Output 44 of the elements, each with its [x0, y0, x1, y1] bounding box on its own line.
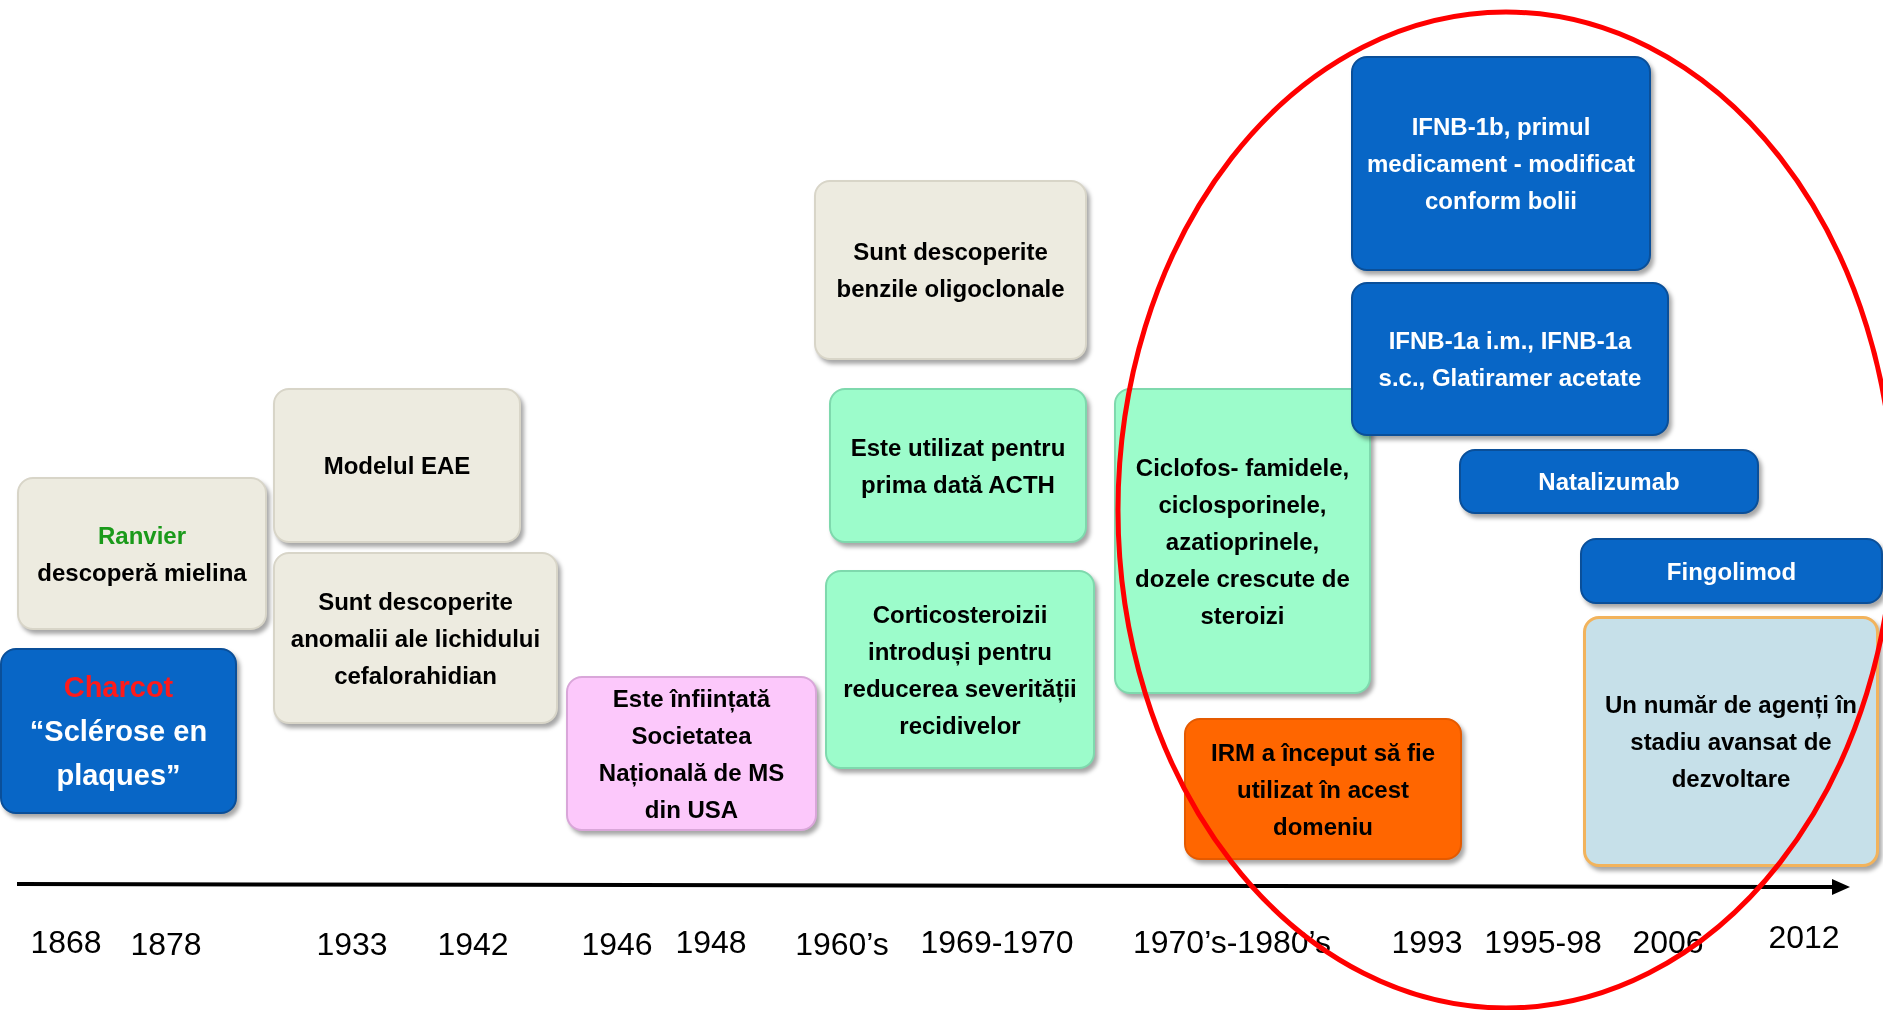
event-box [273, 388, 521, 543]
event-text: Este utilizat pentru prima dată ACTH [849, 432, 1067, 500]
event-box [1184, 718, 1462, 860]
year-label: 2006 [1632, 926, 1704, 958]
year-label: 2012 [1768, 921, 1840, 953]
year-label: 1995-98 [1484, 926, 1602, 958]
event-text: Fingolimod [1666, 556, 1797, 587]
event-text: IFNB-1b, primul medicament - modificat conform bolii [1365, 112, 1637, 216]
year-label: 1969-1970 [920, 926, 1074, 958]
event-box [1351, 282, 1669, 436]
event-text: Sunt descoperite anomalii ale lichidului cefalorahidian [289, 586, 542, 691]
event-text: “Sclérose en plaques” [28, 714, 209, 793]
event-text: Ranvier [97, 520, 186, 551]
event-text: IFNB-1a i.m., IFNB-1a s.c., Glatiramer acetate [1377, 326, 1643, 393]
event-box [273, 552, 558, 724]
event-text: Un număr de agenți în stadiu avansat de dezvoltare [1604, 690, 1858, 794]
event-box [829, 388, 1087, 543]
event-text: IRM a început să fie utilizat în acest domeniu [1209, 737, 1437, 842]
event-text: Charcot [63, 670, 174, 705]
event-box [0, 648, 237, 814]
year-label: 1948 [675, 926, 747, 958]
year-label: 1868 [30, 926, 102, 958]
event-text: Corticosteroizii introduși pentru reducerea severității recidivelor [842, 599, 1078, 741]
event-box [1114, 388, 1371, 694]
year-label: 1878 [130, 928, 202, 960]
event-text: Este înființată Societatea Națională de MS din USA [597, 683, 786, 825]
event-box [1351, 56, 1651, 271]
event-text: Ciclofos- famidele, ciclosporinele, azatioprinele, dozele crescute de steroizi [1134, 452, 1351, 631]
event-box [1580, 538, 1883, 604]
year-label: 1960’s [795, 928, 889, 960]
event-box [814, 180, 1087, 360]
year-label: 1933 [316, 928, 388, 960]
event-box [1583, 616, 1879, 867]
event-text: Modelul EAE [323, 451, 471, 481]
year-label: 1946 [581, 928, 653, 960]
event-box [566, 676, 817, 831]
year-label: 1942 [437, 928, 509, 960]
year-label: 1993 [1391, 926, 1463, 958]
event-box [1459, 449, 1759, 514]
event-box [17, 477, 267, 630]
event-text: descoperă mielina [37, 557, 247, 588]
event-text: Sunt descoperite benzile oligoclonale [835, 237, 1066, 304]
event-text: Natalizumab [1538, 467, 1680, 497]
event-box [825, 570, 1095, 769]
